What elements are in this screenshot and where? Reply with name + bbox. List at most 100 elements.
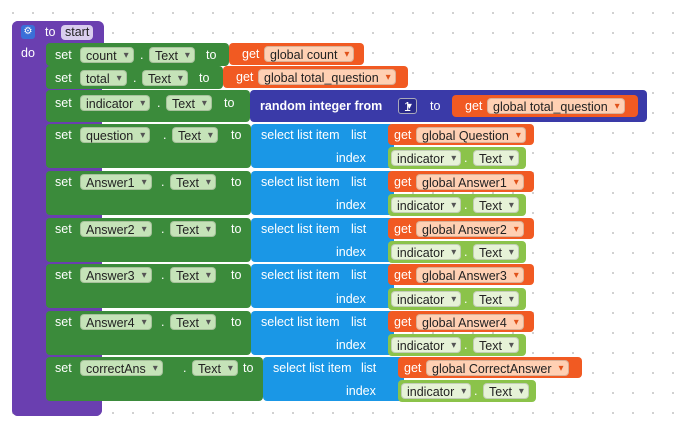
component-dropdown[interactable]: Answer2 (80, 221, 152, 238)
to-label: to (231, 268, 242, 282)
component-dropdown[interactable]: Answer3 (80, 267, 152, 284)
select-list-item-block[interactable] (251, 124, 394, 168)
property-dropdown[interactable]: Text (170, 267, 216, 284)
component-dropdown[interactable]: Answer4 (80, 314, 152, 331)
global-variable-dropdown[interactable]: global total_question (258, 69, 396, 86)
select-list-item-label: select list item (261, 175, 340, 189)
list-label: list (361, 361, 377, 375)
list-label: list (351, 268, 367, 282)
random-to-label: to (430, 99, 441, 113)
index-property-dropdown[interactable]: Text (473, 150, 519, 167)
get-label: get (242, 47, 260, 61)
set-label: set (55, 222, 72, 236)
set-label: set (55, 96, 72, 110)
select-list-item-block[interactable] (251, 218, 394, 262)
set-label: set (55, 48, 72, 62)
index-property-dropdown[interactable]: Text (473, 197, 519, 214)
global-variable-dropdown[interactable]: global Question (416, 127, 526, 144)
list-label: list (351, 315, 367, 329)
global-variable-dropdown[interactable]: global count (264, 46, 355, 63)
property-dropdown[interactable]: Text (149, 47, 195, 64)
property-dropdown[interactable]: Text (172, 127, 218, 144)
dot-label: . (464, 245, 468, 259)
set-label: set (55, 175, 72, 189)
component-dropdown[interactable]: correctAns (80, 360, 163, 377)
dot-label: . (163, 128, 167, 142)
property-dropdown[interactable]: Text (170, 221, 216, 238)
index-label: index (336, 338, 366, 352)
select-list-item-label: select list item (273, 361, 352, 375)
component-dropdown[interactable]: indicator (80, 95, 151, 112)
select-list-item-block[interactable] (263, 357, 404, 401)
dot-label: . (161, 222, 165, 236)
property-dropdown[interactable]: Text (192, 360, 238, 377)
to-label: to (224, 96, 235, 110)
global-variable-dropdown[interactable]: global Answer3 (416, 267, 524, 284)
select-list-item-label: select list item (261, 315, 340, 329)
dot-label: . (464, 198, 468, 212)
dot-label: . (464, 338, 468, 352)
property-dropdown[interactable]: Text (170, 174, 216, 191)
index-property-dropdown[interactable]: Text (473, 291, 519, 308)
procedure-name-field[interactable]: start (61, 25, 94, 40)
property-dropdown[interactable]: Text (170, 314, 216, 331)
set-label: set (55, 268, 72, 282)
index-component-dropdown[interactable]: indicator (401, 383, 472, 400)
get-label: get (236, 70, 254, 84)
list-label: list (351, 128, 367, 142)
get-label: get (394, 222, 412, 236)
set-count-block[interactable] (46, 43, 229, 66)
list-label: list (351, 175, 367, 189)
component-dropdown[interactable]: total (80, 70, 127, 87)
property-dropdown[interactable]: Text (142, 70, 188, 87)
get-label: get (404, 361, 422, 375)
index-property-dropdown[interactable]: Text (473, 337, 519, 354)
to-label: to (231, 315, 242, 329)
dot-label: . (183, 361, 187, 375)
index-component-dropdown[interactable]: indicator (391, 291, 462, 308)
select-list-item-block[interactable] (251, 311, 394, 355)
to-label: to (231, 128, 242, 142)
set-label: set (55, 361, 72, 375)
get-label: get (394, 268, 412, 282)
index-label: index (336, 245, 366, 259)
index-label: index (336, 198, 366, 212)
component-dropdown[interactable]: question (80, 127, 151, 144)
gear-icon[interactable]: ⚙ (21, 25, 35, 39)
set-label: set (55, 71, 72, 85)
index-label: index (336, 292, 366, 306)
to-label: to (231, 222, 242, 236)
select-list-item-block[interactable] (251, 171, 394, 215)
index-component-dropdown[interactable]: indicator (391, 150, 462, 167)
random-from-number[interactable]: 1 (398, 98, 417, 115)
index-component-dropdown[interactable]: indicator (391, 337, 462, 354)
to-label: to (206, 48, 217, 62)
component-dropdown[interactable]: Answer1 (80, 174, 152, 191)
dot-label: . (161, 315, 165, 329)
dot-label: . (161, 268, 165, 282)
dot-label: . (133, 71, 137, 85)
set-label: set (55, 315, 72, 329)
dot-label: . (157, 96, 161, 110)
global-variable-dropdown[interactable]: global total_question (487, 98, 625, 115)
do-label: do (21, 46, 35, 60)
index-label: index (336, 151, 366, 165)
list-label: list (351, 222, 367, 236)
index-label: index (346, 384, 376, 398)
index-property-dropdown[interactable]: Text (483, 383, 529, 400)
set-label: set (55, 128, 72, 142)
component-dropdown[interactable]: count (80, 47, 134, 64)
dot-label: . (474, 384, 478, 398)
global-variable-dropdown[interactable]: global Answer2 (416, 221, 524, 238)
property-dropdown[interactable]: Text (166, 95, 212, 112)
select-list-item-label: select list item (261, 268, 340, 282)
index-component-dropdown[interactable]: indicator (391, 244, 462, 261)
to-label: to (231, 175, 242, 189)
index-property-dropdown[interactable]: Text (473, 244, 519, 261)
global-variable-dropdown[interactable]: global CorrectAnswer (426, 360, 569, 377)
global-variable-dropdown[interactable]: global Answer4 (416, 314, 524, 331)
select-list-item-block[interactable] (251, 264, 394, 308)
global-variable-dropdown[interactable]: global Answer1 (416, 174, 524, 191)
index-component-dropdown[interactable]: indicator (391, 197, 462, 214)
get-label: get (394, 315, 412, 329)
